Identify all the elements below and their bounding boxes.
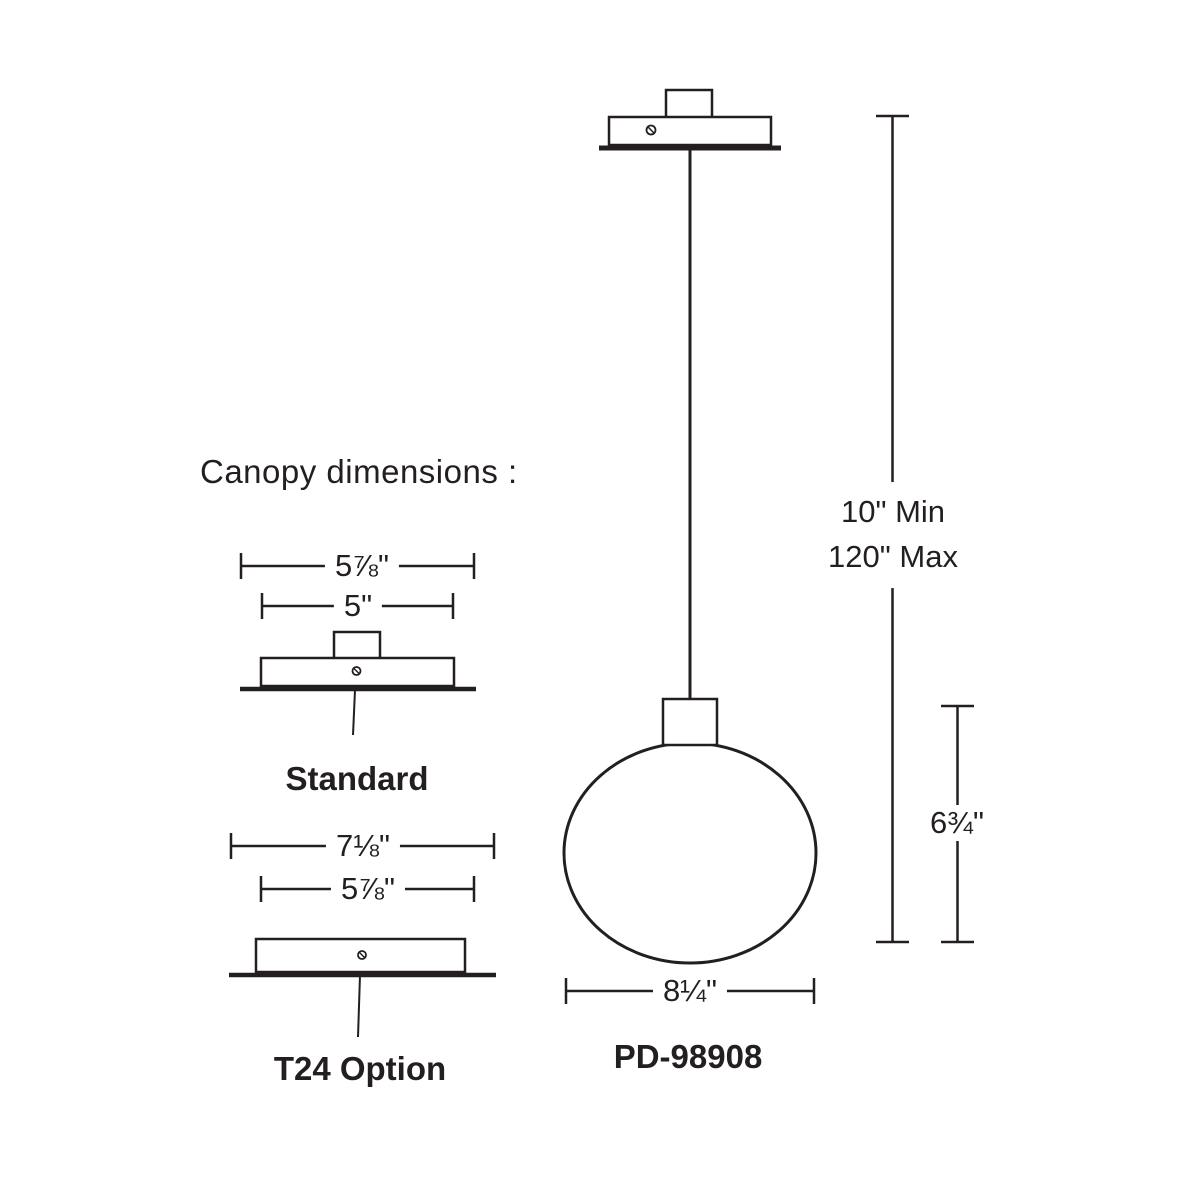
t24-canopy-plate [254,937,467,974]
pendant-globe-shade [562,741,818,965]
standard-junction-box [332,630,382,661]
pendant-socket-cap [661,697,719,747]
pendant-width-dimension-value: 8¼" [652,973,728,1009]
canopy-dimensions-title: Canopy dimensions : [200,453,518,490]
standard-cord-line [352,689,356,736]
pendant-canopy-screw-icon [645,124,657,136]
t24-screw-slot [359,952,365,958]
shade-height-dimension-value: 6¾" [919,805,995,841]
suspension-max-value: 120" Max [828,539,958,574]
standard-screw-slot [353,668,360,674]
t24-canopy-label: T24 Option [273,1050,447,1087]
t24-outer-dimension-value: 7⅛" [325,828,401,864]
standard-outer-dimension-value: 5⅞" [324,548,400,584]
pendant-canopy-plate [607,115,773,147]
pendant-model-number: PD-98908 [613,1038,763,1075]
suspension-min-value: 10" Min [840,494,946,530]
t24-cord-line [357,974,361,1038]
standard-canopy-drawing [239,553,476,736]
t24-screw-icon [357,950,367,960]
t24-inner-dimension-value: 5⅞" [330,871,406,907]
standard-canopy-label: Standard [285,760,429,797]
standard-inner-dimension-value: 5" [333,588,383,624]
suspension-height-dimension-value: 10" Min 120" Max [822,482,964,588]
standard-screw-icon [351,666,362,676]
pendant-canopy-screw-slot [647,126,655,134]
pendant-drawing [562,88,818,965]
pendant-junction-box [664,88,714,120]
